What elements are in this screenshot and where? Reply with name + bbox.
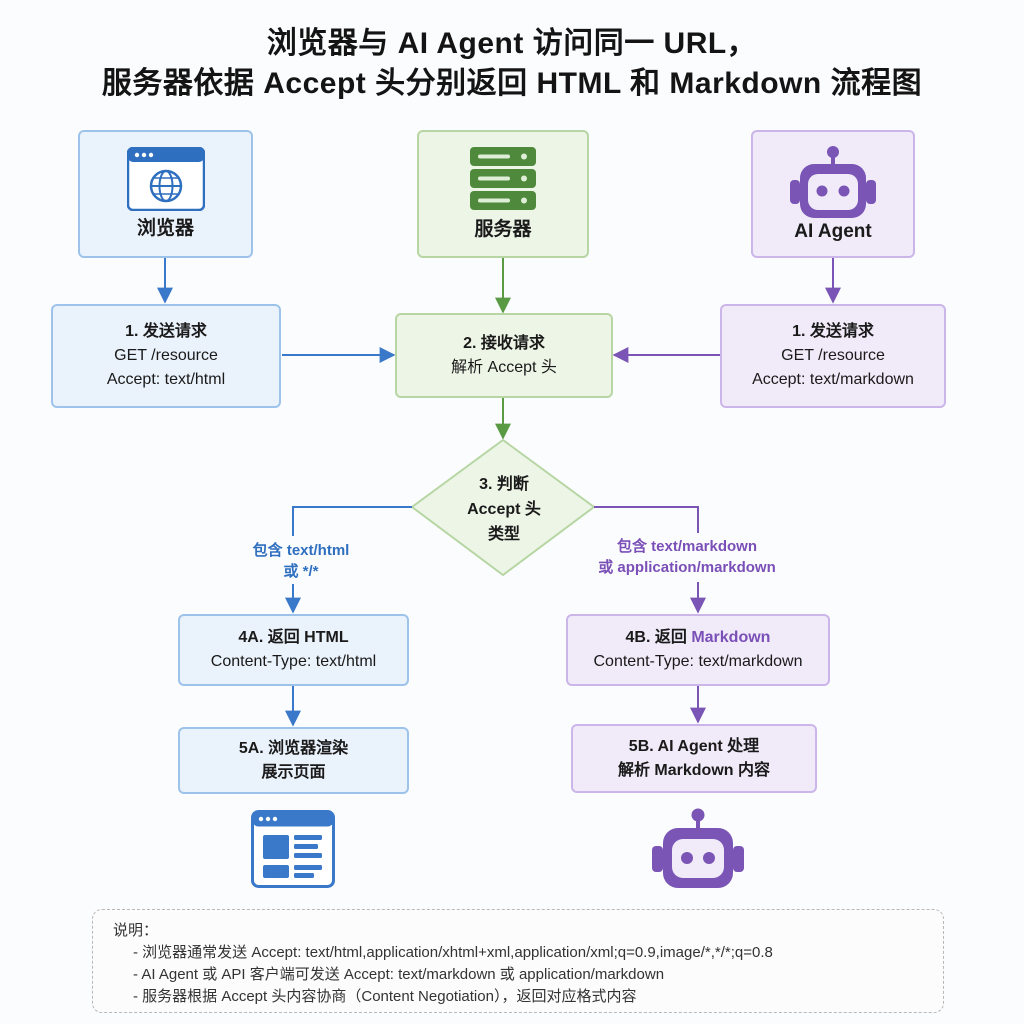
edge-decision-to-html bbox=[292, 506, 412, 536]
decision-line1: 3. 判断 bbox=[479, 476, 529, 493]
return-md-box: 4B. 返回 Markdown Content-Type: text/markd… bbox=[566, 614, 830, 686]
return-md-title-word: Markdown bbox=[691, 629, 771, 646]
return-html-title: 4A. 返回 HTML bbox=[238, 629, 349, 646]
notes-item: - AI Agent 或 API 客户端可发送 Accept: text/mar… bbox=[133, 966, 665, 983]
return-html-box: 4A. 返回 HTML Content-Type: text/html bbox=[178, 614, 409, 686]
browser-request-title: 1. 发送请求 bbox=[125, 323, 207, 340]
webpage-layout-icon bbox=[251, 810, 335, 888]
agent-process-line1: 解析 Markdown 内容 bbox=[617, 761, 770, 779]
decision-line2: Accept 头 bbox=[467, 501, 541, 518]
actor-server: 服务器 bbox=[417, 130, 589, 258]
agent-request-title: 1. 发送请求 bbox=[792, 323, 874, 340]
browser-request-line1: GET /resource bbox=[114, 347, 218, 364]
decision-line3: 类型 bbox=[487, 526, 520, 543]
agent-request-line1: GET /resource bbox=[781, 347, 885, 364]
browser-render-line1: 展示页面 bbox=[261, 763, 326, 781]
server-receive-line1: 解析 Accept 头 bbox=[451, 358, 557, 376]
agent-request-box: 1. 发送请求 GET /resource Accept: text/markd… bbox=[720, 304, 946, 408]
edge-decision-to-md bbox=[594, 506, 699, 533]
browser-render-title: 5A. 浏览器渲染 bbox=[238, 739, 349, 757]
condition-markdown-line2: 或 application/markdown bbox=[598, 559, 776, 576]
return-html-line1: Content-Type: text/html bbox=[210, 653, 377, 670]
browser-request-line2: Accept: text/html bbox=[106, 371, 226, 388]
agent-request-line2: Accept: text/markdown bbox=[752, 371, 914, 388]
server-rack-icon bbox=[470, 147, 536, 210]
notes-panel: 说明： - 浏览器通常发送 Accept: text/html,applicat… bbox=[92, 909, 944, 1013]
notes-item: - 浏览器通常发送 Accept: text/html,application/… bbox=[133, 944, 773, 961]
robot-icon bbox=[652, 808, 744, 888]
condition-html-line1: 包含 text/html bbox=[252, 542, 350, 559]
actor-agent-label: AI Agent bbox=[794, 221, 872, 242]
notes-item: - 服务器根据 Accept 头内容协商（Content Negotiation… bbox=[133, 988, 637, 1005]
return-md-title-prefix: 4B. 返回 bbox=[625, 629, 692, 646]
robot-icon bbox=[790, 146, 876, 218]
diagram-title-line2: 服务器依据 Accept 头分别返回 HTML 和 Markdown 流程图 bbox=[101, 67, 923, 100]
decision-text: 3. 判断 Accept 头 类型 bbox=[434, 472, 574, 547]
condition-html: 包含 text/html 或 */* bbox=[228, 540, 374, 582]
browser-request-box: 1. 发送请求 GET /resource Accept: text/html bbox=[51, 304, 281, 408]
diagram-title-line1: 浏览器与 AI Agent 访问同一 URL， bbox=[266, 27, 758, 60]
agent-process-box: 5B. AI Agent 处理 解析 Markdown 内容 bbox=[571, 724, 817, 793]
return-md-line1: Content-Type: text/markdown bbox=[593, 653, 803, 670]
actor-browser-label: 浏览器 bbox=[136, 218, 194, 239]
condition-markdown: 包含 text/markdown 或 application/markdown bbox=[580, 536, 794, 578]
agent-process-title: 5B. AI Agent 处理 bbox=[628, 737, 760, 755]
server-receive-box: 2. 接收请求 解析 Accept 头 bbox=[395, 313, 613, 398]
condition-markdown-line1: 包含 text/markdown bbox=[616, 538, 758, 555]
browser-render-box: 5A. 浏览器渲染 展示页面 bbox=[178, 727, 409, 794]
condition-html-line2: 或 */* bbox=[283, 563, 319, 580]
decision-diamond bbox=[410, 438, 596, 577]
return-md-title: 4B. 返回 Markdown bbox=[626, 626, 771, 650]
actor-agent: AI Agent bbox=[751, 130, 915, 258]
notes-heading: 说明： bbox=[113, 922, 159, 939]
server-receive-title: 2. 接收请求 bbox=[463, 334, 545, 352]
actor-browser: 浏览器 bbox=[78, 130, 253, 258]
actor-server-label: 服务器 bbox=[474, 219, 532, 240]
browser-globe-icon bbox=[126, 147, 205, 211]
